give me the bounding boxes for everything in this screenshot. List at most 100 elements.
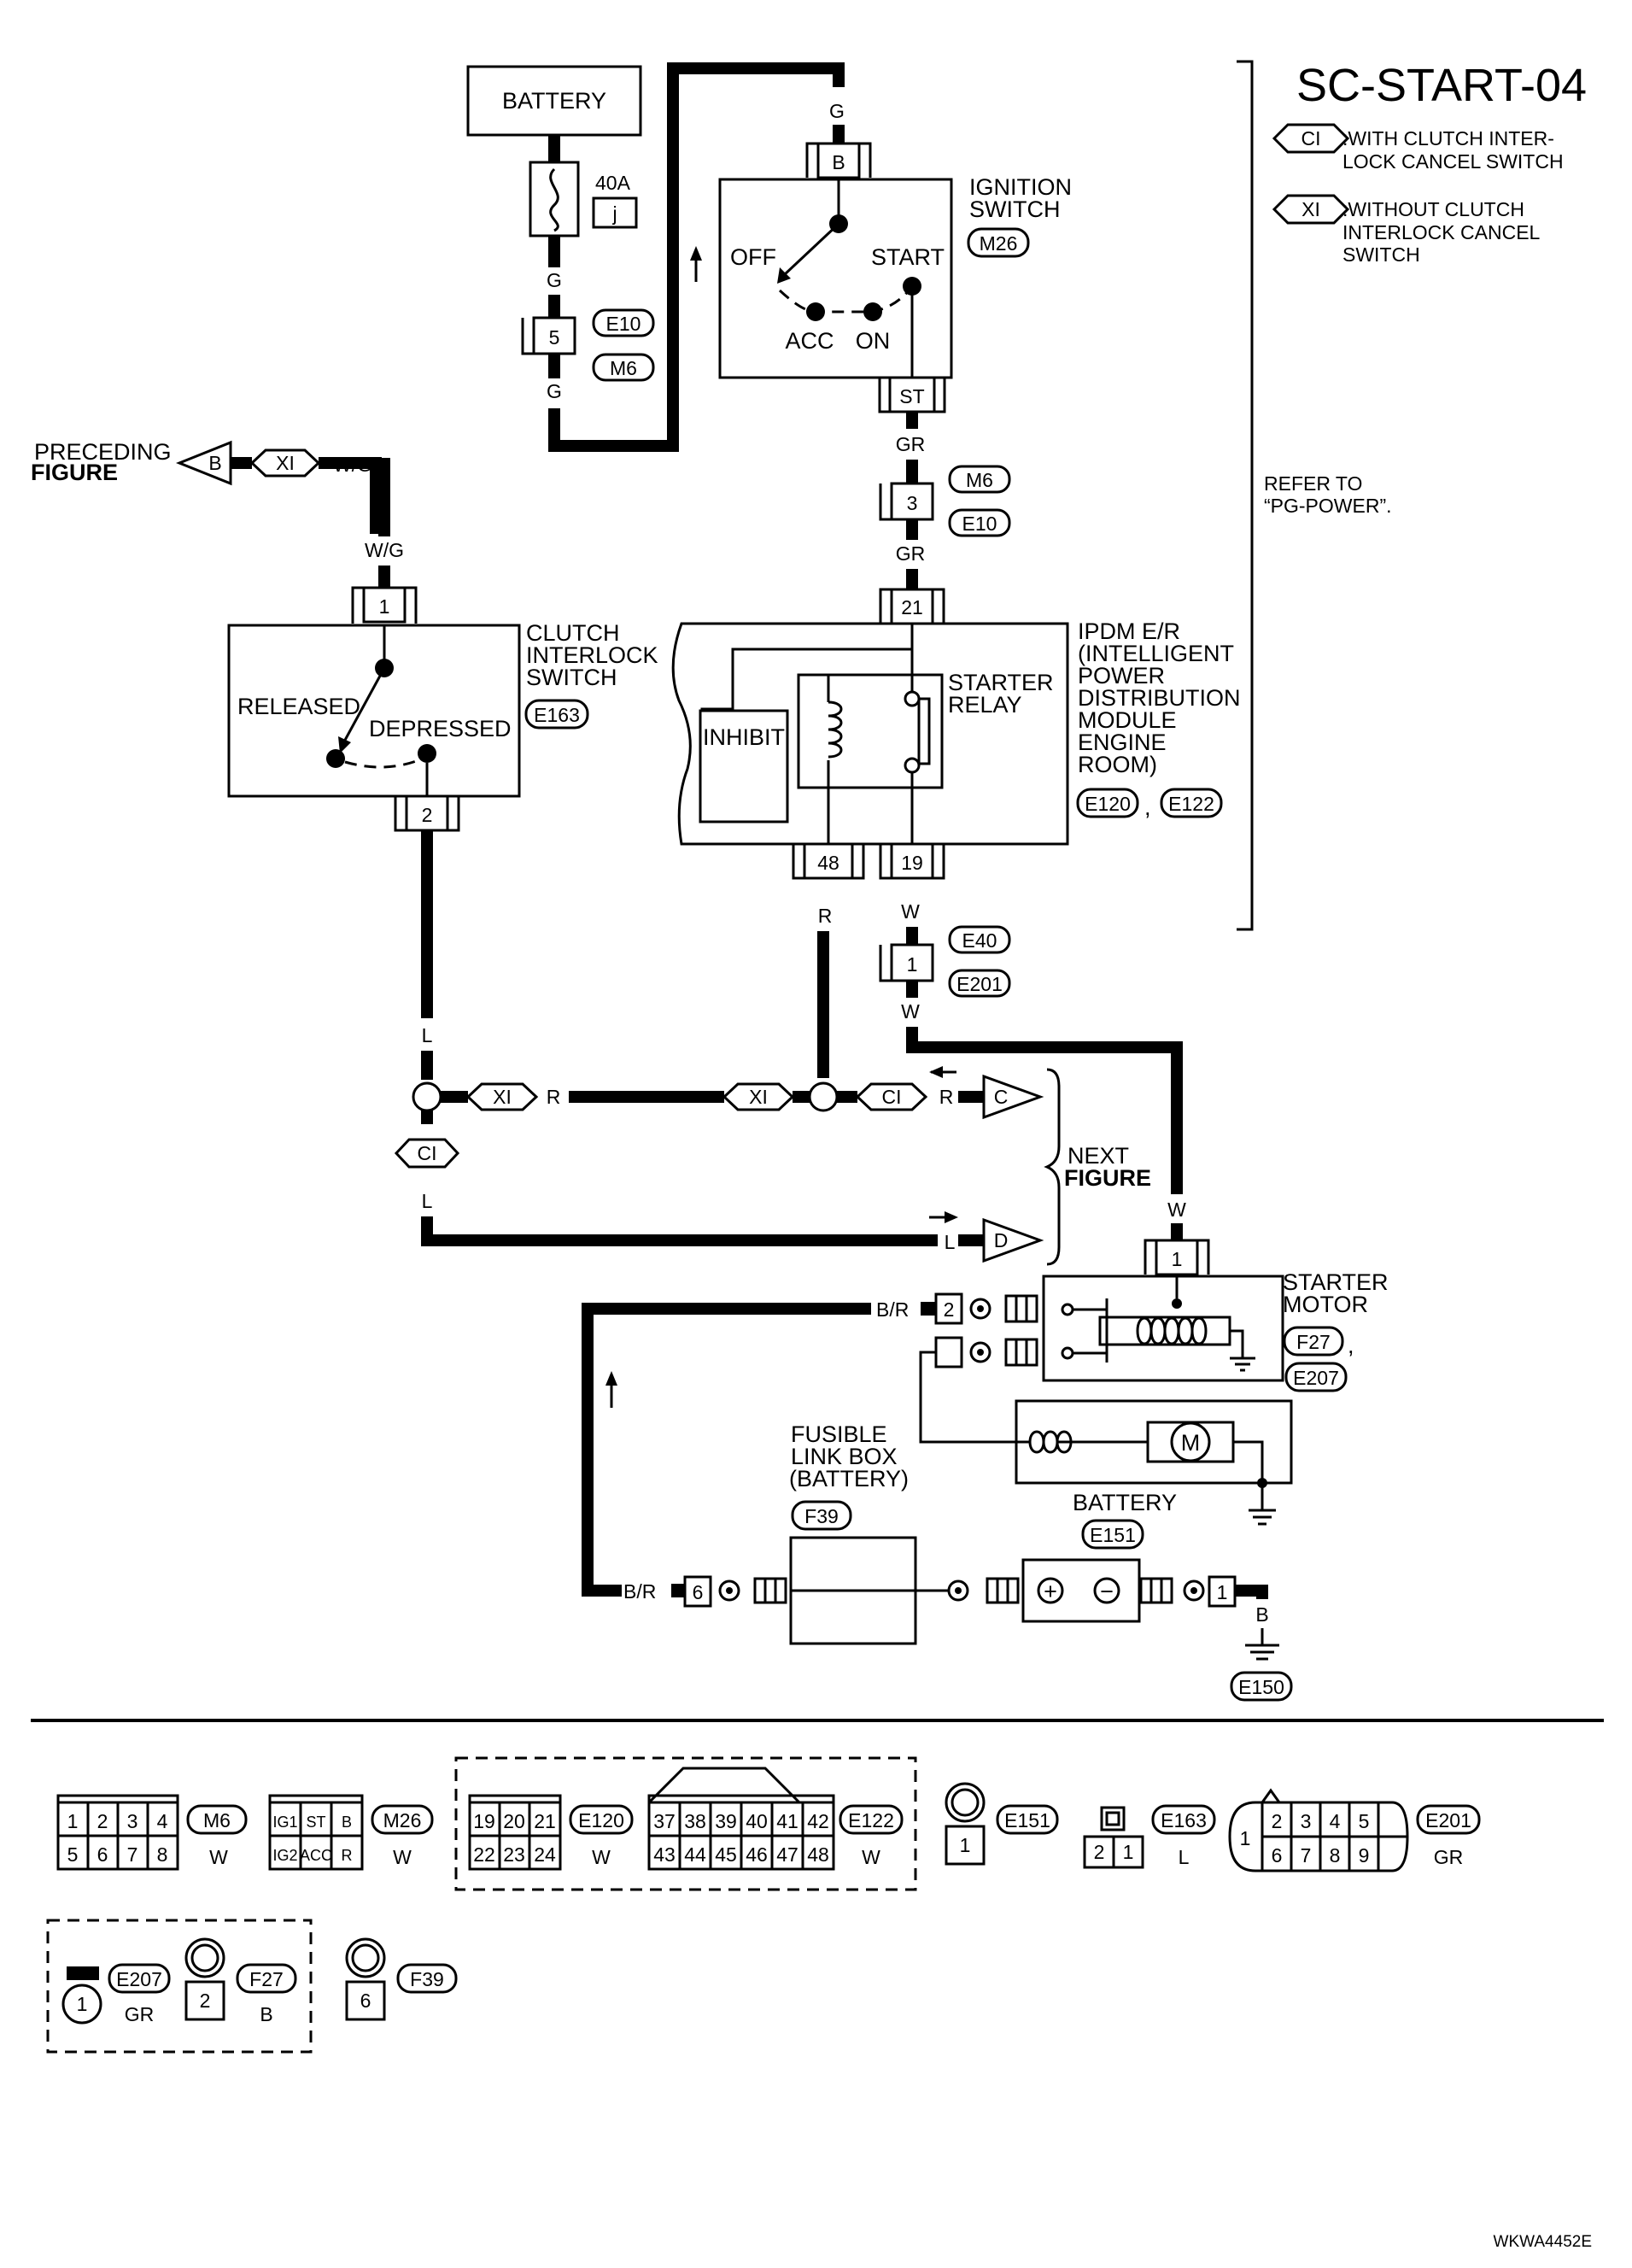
inhibit-label: INHIBIT: [703, 724, 785, 750]
face-m26: IG1 ST B IG2 ACC R M26 W: [268, 1794, 434, 1871]
battery-pin1-label: 1: [1217, 1581, 1228, 1603]
ipdm-title-7: ROOM): [1078, 752, 1157, 777]
face-e207-color: GR: [125, 2003, 155, 2025]
wire-br-1: B/R: [876, 1298, 909, 1321]
e201-pin-7: 7: [1301, 1844, 1312, 1867]
e122-pin-44: 44: [684, 1843, 706, 1866]
face-m6: 1 2 3 4 5 6 7 8 M6 W: [56, 1794, 248, 1871]
conn-e201-label: E201: [956, 973, 1003, 995]
wire-w-2: W: [901, 1000, 920, 1023]
face-e163: 2 1 E163 L: [1083, 1804, 1216, 1869]
ign-title-1: IGNITION: [969, 174, 1072, 200]
e122-pin-40: 40: [746, 1810, 768, 1832]
m26-pin-b: B: [342, 1814, 352, 1831]
next-tag-c: C: [994, 1086, 1009, 1108]
tag-ci-2: [394, 1138, 460, 1169]
motor-circle: [1170, 1421, 1211, 1462]
clutch-released-contact: [326, 749, 345, 768]
m6-pin-2: 2: [97, 1810, 108, 1832]
m6-e10-pin3: [890, 482, 934, 521]
clutch-title-3: SWITCH: [526, 665, 617, 690]
m6-pin-5: 5: [67, 1843, 79, 1866]
fusible-pin6-label: 6: [693, 1581, 704, 1603]
conn-e120: [1076, 788, 1139, 818]
relay-label-2: RELAY: [948, 692, 1022, 718]
e122-pin-47: 47: [776, 1843, 798, 1866]
fusible-title-3: (BATTERY): [789, 1466, 909, 1491]
m6-pin-8: 8: [157, 1843, 168, 1866]
m6-pin-7: 7: [127, 1843, 138, 1866]
conn-m6-b: [948, 465, 1011, 494]
conn-e163-label: E163: [534, 704, 580, 726]
fusible-title-2: LINK BOX: [791, 1444, 898, 1469]
conn-e201: [948, 969, 1011, 998]
ipdm-title-2: (INTELLIGENT: [1078, 641, 1234, 666]
fusible-title-1: FUSIBLE: [791, 1421, 887, 1447]
e120-pin-24: 24: [534, 1843, 556, 1866]
wire-w-1: W: [901, 900, 920, 923]
ipdm-pin19: [890, 842, 934, 880]
conn-m6-a: [592, 353, 655, 382]
wire-g-2: G: [547, 380, 562, 402]
face-e122-color: W: [862, 1846, 880, 1868]
conn-e163: [524, 699, 589, 730]
legend-xi-text-3: SWITCH: [1342, 243, 1420, 266]
inhibit-box: [699, 709, 789, 823]
face-e122-id: E122: [848, 1809, 894, 1831]
conn-e207: [1284, 1362, 1348, 1392]
clutch-pin1: [362, 586, 407, 624]
conn-f27-label: F27: [1296, 1331, 1331, 1353]
next-figure-1: NEXT: [1068, 1143, 1129, 1169]
ipdm-comma: ,: [1144, 794, 1151, 820]
fusible-pin6: [683, 1575, 712, 1608]
e201-pin-1: 1: [1240, 1827, 1251, 1849]
splice-left: [412, 1081, 442, 1112]
clutch-arrow: [338, 736, 351, 753]
ipdm-pin19-label: 19: [901, 852, 923, 874]
face-e120-id: E120: [578, 1809, 624, 1831]
e201-pin-5: 5: [1359, 1810, 1370, 1832]
ipdm-title-5: MODULE: [1078, 707, 1177, 733]
ign-start: START: [871, 244, 945, 270]
legend-xi-tag: [1272, 194, 1350, 225]
starter-title-2: MOTOR: [1283, 1292, 1368, 1317]
e122-pin-42: 42: [807, 1810, 829, 1832]
ground-symbol: [1245, 1628, 1279, 1661]
ign-term-st: [888, 376, 936, 413]
face-e151: 1 E151: [945, 1782, 1059, 1866]
fuse-id-box: [592, 196, 638, 229]
next-arrow-c: [982, 1074, 1044, 1120]
starter-solenoid-box: [1042, 1275, 1284, 1382]
relay-contact-a: [904, 690, 921, 707]
refer-to-2: “PG-POWER”.: [1264, 495, 1392, 517]
next-figure-2: FIGURE: [1064, 1165, 1151, 1191]
m6-pin-3: 3: [127, 1810, 138, 1832]
page-title: SC-START-04: [1296, 60, 1587, 111]
doc-code: WKWA4452E: [1494, 2233, 1592, 2251]
m26-pin-ig2: IG2: [272, 1847, 297, 1864]
conn-m26: [967, 227, 1030, 258]
ign-on-contact: [863, 302, 882, 321]
conn-e150-label: E150: [1238, 1676, 1284, 1698]
ign-term-b: [816, 142, 861, 179]
wire-br-2: B/R: [623, 1580, 656, 1603]
wire-gr-2: GR: [896, 542, 926, 565]
wire-r-2: R: [547, 1086, 561, 1108]
tag-xi-2: [465, 1082, 539, 1111]
e122-pin-38: 38: [684, 1810, 706, 1832]
ign-acc: ACC: [785, 328, 834, 354]
e120-pin-19: 19: [473, 1810, 495, 1832]
face-e201-id: E201: [1425, 1809, 1471, 1831]
pin-1-inline: 1: [907, 953, 918, 976]
face-e207: 1 E207 GR: [61, 1963, 171, 2025]
face-e207-id: E207: [116, 1968, 162, 1990]
relay-coil: [828, 700, 843, 759]
e122-pin-45: 45: [715, 1843, 737, 1866]
ign-term-b-label: B: [832, 151, 845, 173]
ign-title-2: SWITCH: [969, 196, 1060, 222]
fuse-40a: [529, 161, 580, 237]
conn-f39-label: F39: [804, 1505, 839, 1527]
starter-pin2-label: 2: [944, 1298, 955, 1321]
face-e163-color: L: [1179, 1846, 1190, 1868]
